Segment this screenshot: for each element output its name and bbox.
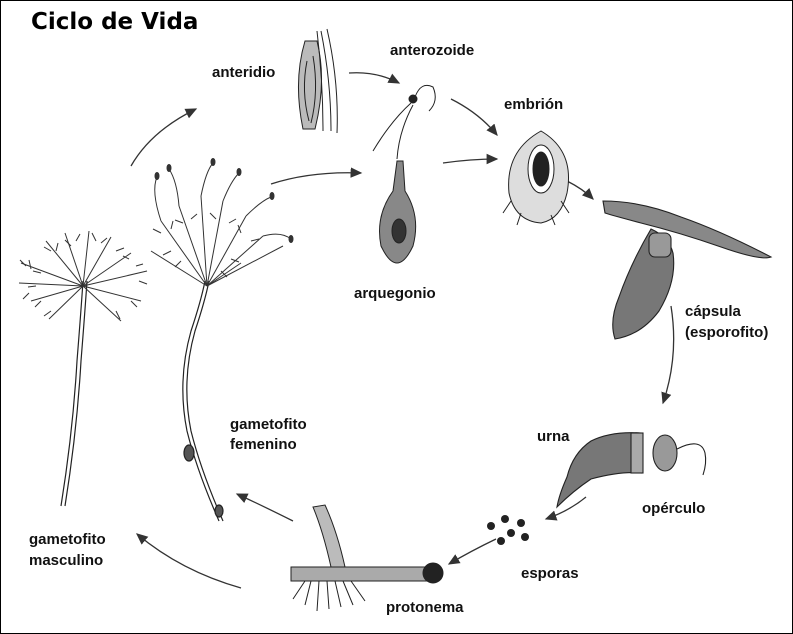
arrow-to-embrion bbox=[451, 99, 497, 135]
arrow-to-anterozoide bbox=[349, 73, 399, 83]
label-gametofito-masculino-1: gametofito bbox=[29, 530, 106, 549]
label-gametofito-masculino-2: masculino bbox=[29, 551, 103, 570]
arrow-to-gametofito-masculino bbox=[137, 534, 241, 588]
archegonium-drawing bbox=[380, 161, 416, 263]
label-esporas: esporas bbox=[521, 564, 579, 583]
label-protonema: protonema bbox=[386, 598, 464, 617]
arrow-to-anteridio bbox=[131, 109, 196, 166]
label-capsula: cápsula bbox=[685, 302, 741, 321]
cycle-arrows bbox=[131, 73, 674, 588]
label-esporofito: (esporofito) bbox=[685, 323, 768, 342]
label-arquegonio: arquegonio bbox=[354, 284, 436, 303]
male-gametophyte-drawing bbox=[19, 231, 147, 506]
antheridium-drawing bbox=[298, 29, 337, 133]
label-operculo: opérculo bbox=[642, 499, 705, 518]
arrow-arquegonio-to-embrion bbox=[443, 159, 497, 163]
label-anterozoide: anterozoide bbox=[390, 41, 474, 60]
label-urna: urna bbox=[537, 427, 570, 446]
urn-operculum-drawing bbox=[557, 433, 706, 507]
arrow-to-capsula bbox=[567, 181, 593, 199]
label-anteridio: anteridio bbox=[212, 63, 275, 82]
arrow-to-urna bbox=[663, 306, 674, 403]
embryo-drawing bbox=[503, 131, 569, 225]
label-gametofito-femenino-2: femenino bbox=[230, 435, 297, 454]
female-gametophyte-drawing bbox=[151, 158, 294, 521]
protonema-drawing bbox=[291, 505, 443, 611]
arrow-to-esporas bbox=[546, 497, 586, 519]
arrow-to-protonema bbox=[449, 539, 496, 564]
arrow-to-arquegonio bbox=[271, 173, 361, 184]
antherozoid-drawing bbox=[373, 85, 435, 159]
label-gametofito-femenino-1: gametofito bbox=[230, 415, 307, 434]
arrow-to-gametofito-femenino bbox=[237, 494, 293, 521]
label-embrion: embrión bbox=[504, 95, 563, 114]
